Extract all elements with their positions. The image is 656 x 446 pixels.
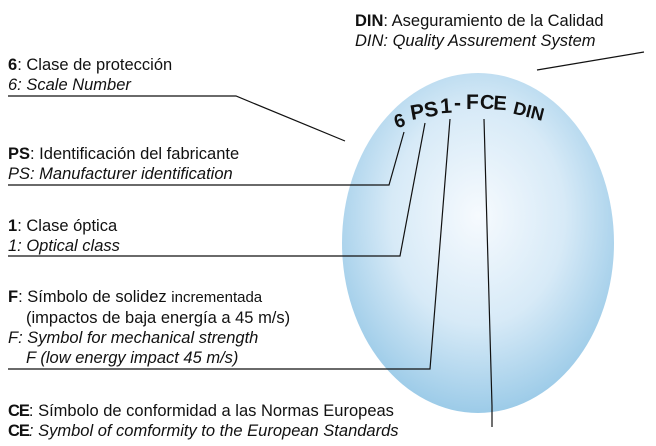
label-ce-es: : Símbolo de conformidad a las Normas Eu… (28, 402, 394, 420)
marking-dash: - (454, 92, 461, 115)
marking-ce: CE (479, 91, 507, 115)
label-strength-es1b: incrementada (171, 289, 263, 306)
label-optical-es: : Clase óptica (17, 217, 118, 235)
label-scale: 6: Clase de protección 6: Scale Number (8, 55, 172, 95)
label-din-es: : Aseguramiento de la Calidad (383, 12, 604, 30)
label-din-en: DIN: Quality Assurement System (355, 32, 596, 50)
label-din: DIN: Aseguramiento de la Calidad DIN: Qu… (355, 11, 604, 51)
label-din-code: DIN (355, 12, 384, 30)
label-strength-es2: (impactos de baja energía a 45 m/s) (26, 309, 291, 327)
marking-1: 1 (439, 95, 453, 119)
marking-ps: PS (408, 97, 440, 125)
label-strength-es1: : Símbolo de solidez (18, 288, 172, 306)
label-ce-code-2: CE (8, 422, 30, 440)
label-optical: 1: Clase óptica 1: Optical class (8, 216, 120, 256)
lens (342, 73, 614, 413)
leader-din (536, 51, 645, 71)
label-scale-code: 6 (8, 56, 18, 74)
leader-strength (8, 118, 451, 370)
label-optical-code: 1 (8, 217, 18, 235)
leader-scale (8, 95, 346, 142)
label-scale-es: : Clase de protección (17, 56, 173, 74)
label-ce-code: CE (8, 402, 30, 420)
label-ps-code: PS (8, 145, 31, 163)
label-ps-en: PS: Manufacturer identification (8, 165, 233, 183)
leader-optical (8, 122, 426, 257)
leader-ps (8, 131, 405, 186)
label-ps-es: : Identificación del fabricante (30, 145, 240, 163)
label-strength: F: Símbolo de solidez incrementada (impa… (8, 287, 290, 368)
leader-ce (483, 118, 493, 427)
marking-f: F (466, 91, 479, 114)
label-strength-code: F (8, 288, 19, 306)
label-strength-en1: F: Symbol for mechanical strength (8, 329, 259, 347)
label-ce: CE: Símbolo de conformidad a las Normas … (8, 401, 399, 441)
label-optical-en: 1: Optical class (8, 237, 120, 255)
label-strength-en2: F (low energy impact 45 m/s) (26, 349, 239, 367)
label-scale-en: 6: Scale Number (8, 76, 131, 94)
label-ps: PS: Identificación del fabricante PS: Ma… (8, 144, 239, 184)
label-ce-en: : Symbol of comformity to the European S… (28, 422, 399, 440)
